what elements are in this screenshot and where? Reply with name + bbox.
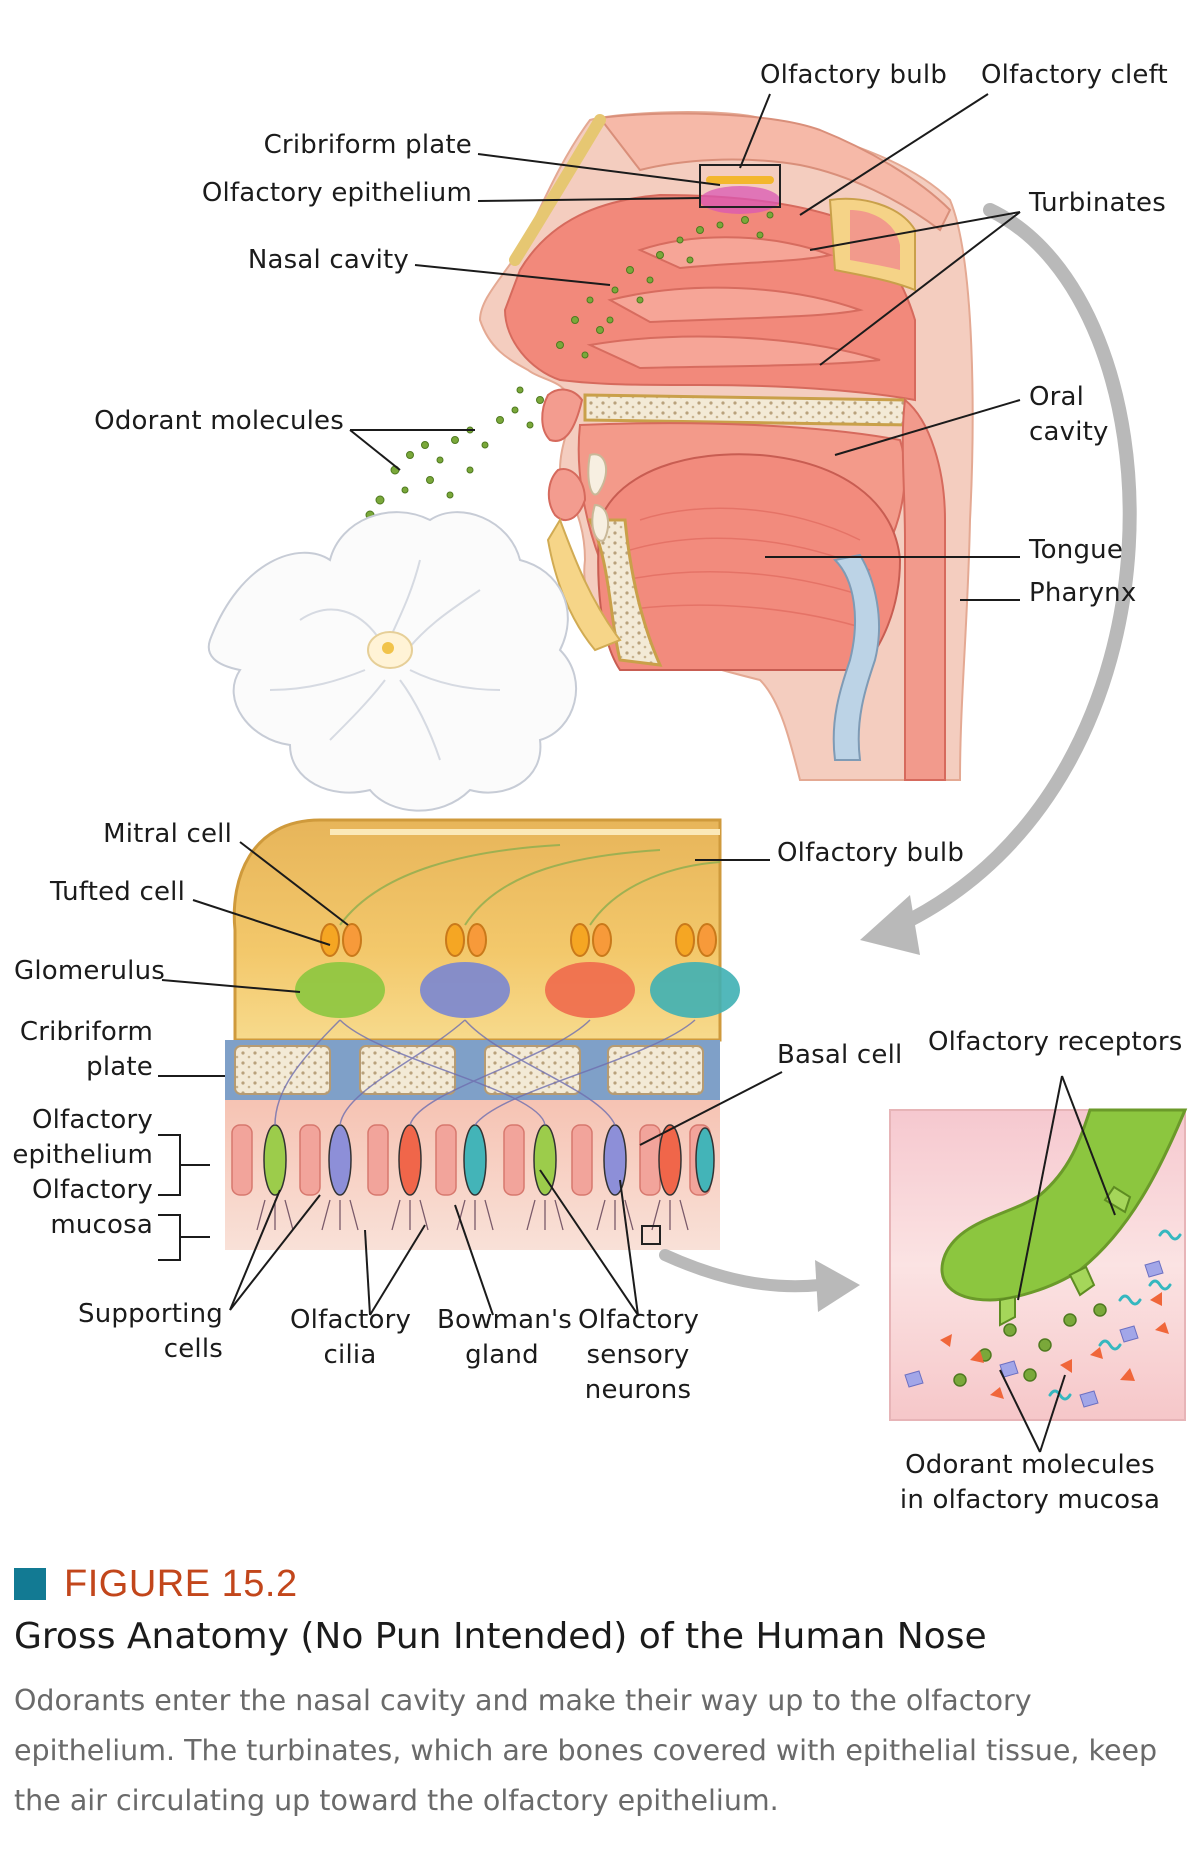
label-olfactory-sensory-1: Olfactory	[578, 1305, 700, 1335]
olfactory-bulb-box	[699, 164, 781, 208]
label-mucosa: mucosa	[50, 1210, 153, 1240]
label-cribriform: Cribriform	[19, 1017, 153, 1047]
figure-marker-square	[14, 1568, 46, 1600]
label-cells: cells	[163, 1334, 223, 1364]
label-olfactory-receptors: Olfactory receptors	[928, 1027, 1183, 1057]
odorant-dots-air	[365, 211, 774, 520]
olfactory-detail	[225, 818, 740, 1250]
label-supporting: Supporting	[78, 1299, 223, 1329]
pharynx	[901, 398, 946, 781]
label-cavity: cavity	[1029, 417, 1109, 447]
label-gland: gland	[465, 1340, 539, 1370]
label-odorant-molecules-top: Odorant molecules	[94, 406, 344, 436]
label-epithelium: epithelium	[12, 1140, 153, 1170]
label-plate: plate	[86, 1052, 153, 1082]
label-olfactory-bulb-top: Olfactory bulb	[760, 60, 948, 90]
label-olfactory-cilia-1: Olfactory	[290, 1305, 412, 1335]
label-oral: Oral	[1029, 382, 1085, 412]
label-olfactory-epithelium-1: Olfactory	[31, 1105, 153, 1135]
label-tongue: Tongue	[1029, 535, 1124, 565]
label-pharynx: Pharynx	[1029, 578, 1137, 608]
label-olfactory-bulb-detail: Olfactory bulb	[777, 838, 965, 868]
olfactory-epithelium-spot	[700, 186, 780, 214]
label-neurons: neurons	[584, 1375, 692, 1405]
label-sensory: sensory	[586, 1340, 690, 1370]
label-bowmans: Bowman's	[437, 1305, 573, 1335]
small-arrow	[659, 1249, 826, 1293]
anatomy-illustration	[158, 93, 1188, 1453]
head-section	[478, 111, 974, 781]
label-glomerulus: Glomerulus	[14, 956, 166, 986]
flower-illustration	[207, 511, 577, 812]
label-cilia: cilia	[323, 1340, 377, 1370]
label-nasal-cavity: Nasal cavity	[247, 245, 409, 275]
label-olfactory-mucosa-1: Olfactory	[31, 1175, 153, 1205]
label-mitral-cell: Mitral cell	[103, 819, 232, 849]
label-olfactory-cleft: Olfactory cleft	[981, 60, 1168, 90]
label-olfactory-epithelium-top: Olfactory epithelium	[201, 178, 472, 208]
figure-number: FIGURE 15.2	[64, 1563, 298, 1605]
label-cribriform-plate-top: Cribriform plate	[263, 130, 472, 160]
figure-title: Gross Anatomy (No Pun Intended) of the H…	[14, 1616, 987, 1657]
label-basal-cell: Basal cell	[777, 1040, 903, 1070]
receptor-inset	[889, 1108, 1188, 1421]
label-tufted-cell: Tufted cell	[49, 877, 185, 907]
label-in-olfactory-mucosa: in olfactory mucosa	[899, 1485, 1161, 1515]
figure-caption: Odorants enter the nasal cavity and make…	[14, 1684, 1158, 1817]
curved-arrow	[893, 203, 1137, 932]
leader-lines	[158, 93, 1116, 1453]
label-turbinates: Turbinates	[1029, 188, 1166, 218]
label-odorant-molecules-inset: Odorant molecules	[905, 1450, 1155, 1480]
